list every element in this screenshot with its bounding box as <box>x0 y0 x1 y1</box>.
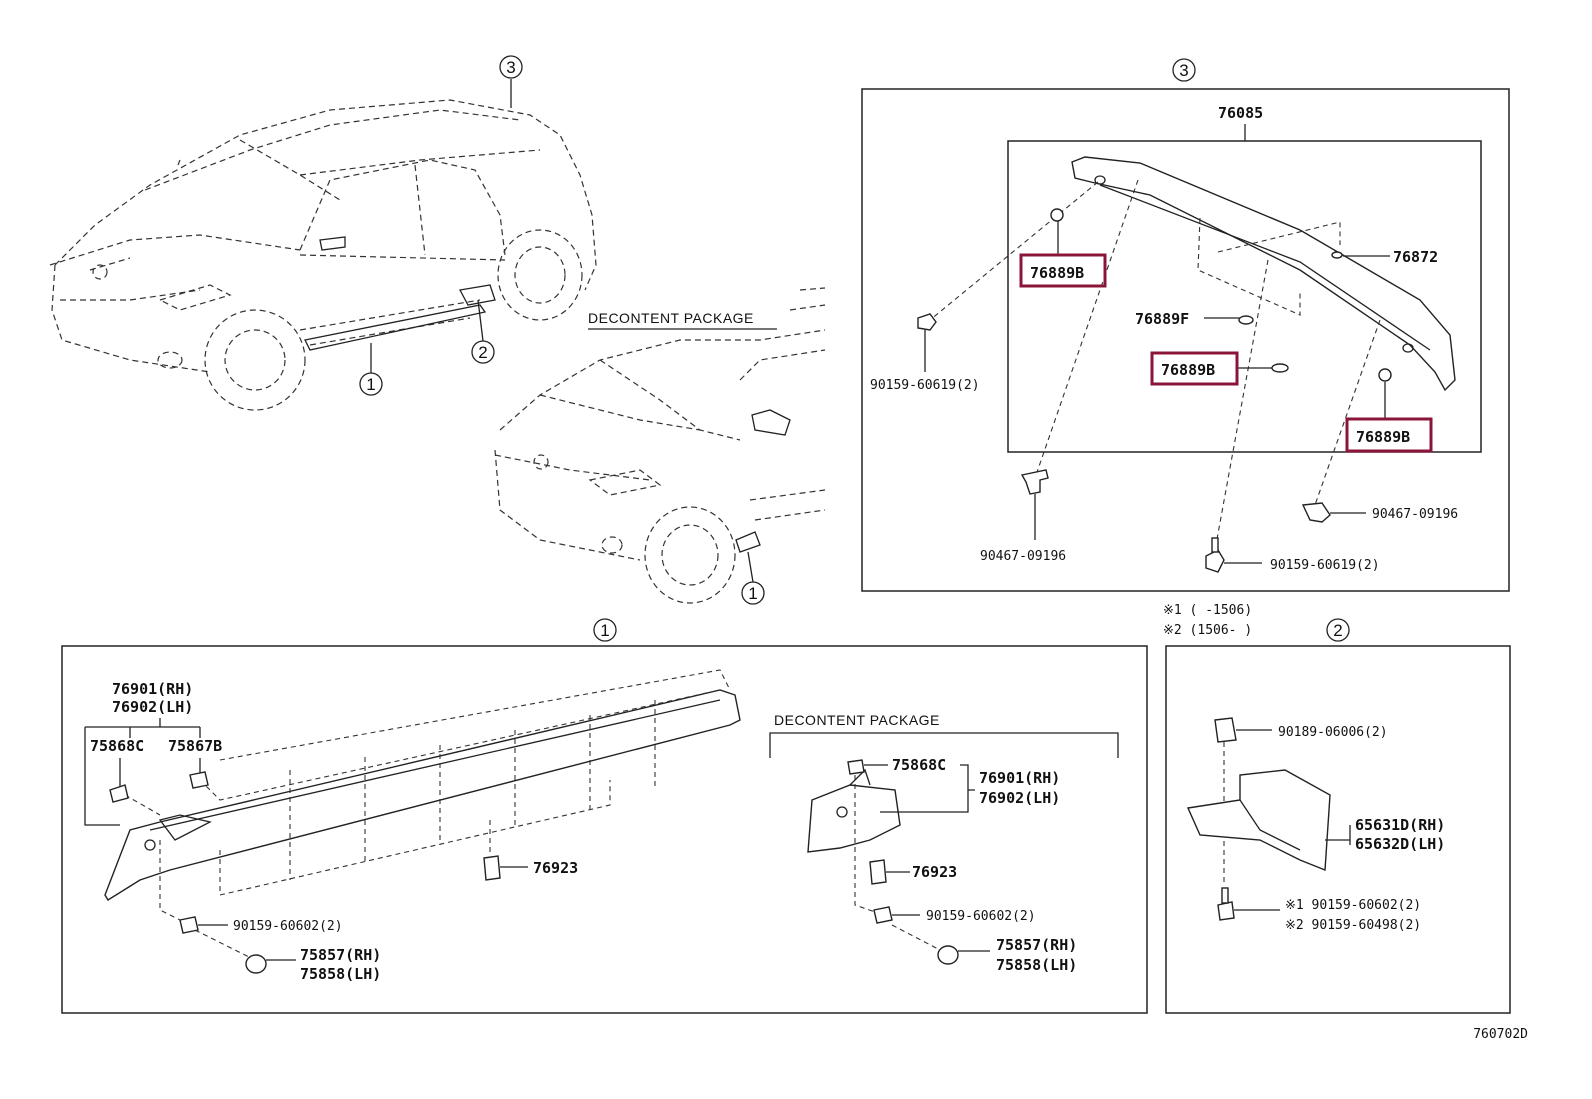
part-75868c-d: 75868C <box>892 756 946 774</box>
cap-75857-d <box>937 945 990 965</box>
svg-text:3: 3 <box>506 58 515 77</box>
bolt-90159-bottom <box>1205 537 1262 573</box>
screw-75868c <box>109 784 129 803</box>
note-2: ※2 (1506- ) <box>1163 623 1252 638</box>
part-90159-d: 90159-60602(2) <box>926 909 1036 924</box>
callout-3-car: 3 <box>499 55 523 108</box>
part-75858: 75858(LH) <box>300 965 381 983</box>
part-90159-left: 90159-60619(2) <box>870 378 980 393</box>
note-1: ※1 ( -1506) <box>1163 603 1252 618</box>
highlight-76889b-a <box>1019 253 1107 288</box>
part-90159-bottom: 90159-60619(2) <box>1270 558 1380 573</box>
part-76902-d: 76902(LH) <box>979 789 1060 807</box>
panel-1-frame <box>61 645 1148 1014</box>
clip-76889b-c <box>1378 368 1392 420</box>
svg-text:2: 2 <box>1333 621 1342 640</box>
svg-text:3: 3 <box>1179 61 1188 80</box>
part-76923-d: 76923 <box>912 863 957 881</box>
callout-3-panel: 3 <box>1172 58 1196 82</box>
callout-1-car: 1 <box>359 343 383 396</box>
clip-76872 <box>1331 251 1390 259</box>
panel-3-frame <box>861 88 1510 592</box>
part-90159-p1: 90159-60602(2) <box>233 919 343 934</box>
mudguard-part <box>1186 769 1331 872</box>
clip-76923-d <box>869 859 910 885</box>
screw-90159-p1 <box>179 916 228 934</box>
rocker-panel-part <box>104 689 741 901</box>
spoiler-part <box>1071 156 1456 392</box>
part-76889f: 76889F <box>1135 310 1189 328</box>
screw-90159-d <box>873 906 920 924</box>
part-75857-d: 75857(RH) <box>996 936 1077 954</box>
clip-76923 <box>483 820 528 881</box>
part-76923: 76923 <box>533 859 578 877</box>
part-90159-p2a: ※1 90159-60602(2) <box>1285 898 1421 913</box>
cap-75857 <box>245 954 296 974</box>
svg-text:2: 2 <box>478 343 487 362</box>
part-90467-left: 90467-09196 <box>980 549 1066 564</box>
svg-text:1: 1 <box>600 621 609 640</box>
callout-2-car: 2 <box>471 299 495 364</box>
part-75857: 75857(RH) <box>300 946 381 964</box>
car-main-illustration <box>49 99 597 411</box>
figure-id: 760702D <box>1473 1027 1528 1042</box>
part-65631: 65631D(RH) <box>1355 816 1445 834</box>
part-75868c: 75868C <box>90 737 144 755</box>
clip-76889b-a <box>1050 208 1064 256</box>
decontent-caption-bottom: DECONTENT PACKAGE <box>774 712 940 728</box>
part-76889b-a: 76889B <box>1030 264 1084 282</box>
part-76901: 76901(RH) <box>112 680 193 698</box>
panel-2-frame <box>1165 645 1511 1014</box>
part-90159-p2b: ※2 90159-60498(2) <box>1285 918 1421 933</box>
part-76901-d: 76901(RH) <box>979 769 1060 787</box>
part-76889b-c: 76889B <box>1356 428 1410 446</box>
clip-76889f <box>1204 315 1254 325</box>
part-75858-d: 75858(LH) <box>996 956 1077 974</box>
clip-90467-right <box>1301 502 1366 523</box>
part-76085: 76085 <box>1218 104 1263 122</box>
decontent-caption-top: DECONTENT PACKAGE <box>588 310 754 326</box>
svg-text:1: 1 <box>366 375 375 394</box>
highlight-76889b-b <box>1150 351 1239 386</box>
clip-90189 <box>1214 717 1272 743</box>
decontent-mudflap-part <box>807 768 901 853</box>
car-decontent-illustration <box>494 287 826 604</box>
part-76889b-b: 76889B <box>1161 361 1215 379</box>
bolt-90159-left <box>917 313 937 372</box>
highlight-76889b-c <box>1345 417 1433 453</box>
clip-90467-left <box>1020 469 1049 540</box>
callout-2-panel: 2 <box>1326 618 1350 642</box>
part-90467-right: 90467-09196 <box>1372 507 1458 522</box>
part-76902: 76902(LH) <box>112 698 193 716</box>
part-65632: 65632D(LH) <box>1355 835 1445 853</box>
clip-76889b-b <box>1237 363 1289 373</box>
part-76872: 76872 <box>1393 248 1438 266</box>
callout-1-panel: 1 <box>593 618 617 642</box>
screw-75868c-d <box>847 759 888 775</box>
svg-text:1: 1 <box>748 584 757 603</box>
part-90189: 90189-06006(2) <box>1278 725 1388 740</box>
bolt-90159-p2 <box>1217 887 1280 921</box>
callout-1-decontent: 1 <box>741 551 765 605</box>
clip-75867b <box>189 771 209 789</box>
part-75867b: 75867B <box>168 737 222 755</box>
